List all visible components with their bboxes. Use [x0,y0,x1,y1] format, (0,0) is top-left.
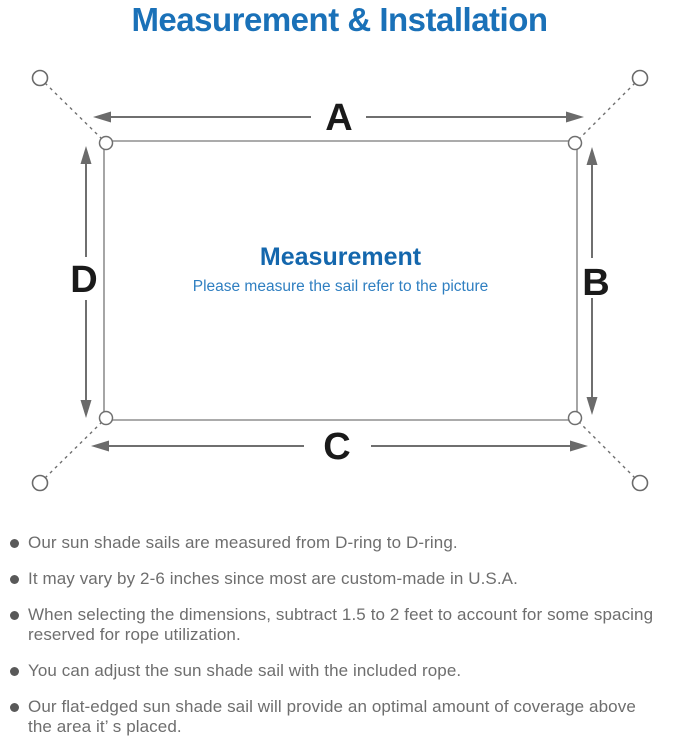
arrowhead-d-down [80,400,92,418]
arrowhead-c-left [91,440,109,452]
bullet-icon [10,703,19,712]
d-ring-icon-top-left [98,135,114,151]
anchor-ring-icon-top-right [631,69,649,87]
diagram-center-subheading: Please measure the sail refer to the pic… [192,278,489,295]
dimension-label-b: B [582,262,609,304]
note-text: It may vary by 2-6 inches since most are… [28,569,518,588]
anchor-ring-icon-bottom-right [631,474,649,492]
bullet-icon [10,575,19,584]
list-item: You can adjust the sun shade sail with t… [10,661,676,681]
measurement-diagram: A B C D [31,69,649,492]
list-item: Our flat-edged sun shade sail will provi… [10,697,676,737]
note-text: Our sun shade sails are measured from D-… [28,533,458,552]
page-title: Measurement & Installation [131,1,548,38]
anchor-ring-icon-bottom-left [31,474,49,492]
rope-line-top-left [44,82,105,142]
rope-line-bottom-right [576,419,636,479]
dimension-label-a: A [325,97,352,139]
dimension-label-d: D [70,259,97,301]
arrowhead-a-right [566,111,584,123]
anchor-ring-icon-top-left [31,69,49,87]
sail-outline [103,140,578,421]
d-ring-icon-bottom-right [567,410,583,426]
list-item: Our sun shade sails are measured from D-… [10,533,676,553]
diagram-center-heading: Measurement [259,243,422,271]
dimension-label-c: C [323,426,350,468]
list-item: When selecting the dimensions, subtract … [10,605,676,645]
bullet-icon [10,539,19,548]
rope-line-top-right [576,82,636,142]
note-text: Our flat-edged sun shade sail will provi… [28,697,636,736]
arrowhead-a-left [93,111,111,123]
bullet-icon [10,667,19,676]
d-ring-icon-top-right [567,135,583,151]
bullet-icon [10,611,19,620]
arrowhead-b-up [586,147,598,165]
d-ring-icon-bottom-left [98,410,114,426]
notes-list: Our sun shade sails are measured from D-… [10,529,676,753]
list-item: It may vary by 2-6 inches since most are… [10,569,676,589]
note-text: When selecting the dimensions, subtract … [28,605,654,644]
arrowhead-d-up [80,146,92,164]
rope-line-bottom-left [44,419,105,479]
note-text: You can adjust the sun shade sail with t… [28,661,462,680]
arrowhead-b-down [586,397,598,415]
arrowhead-c-right [570,440,588,452]
